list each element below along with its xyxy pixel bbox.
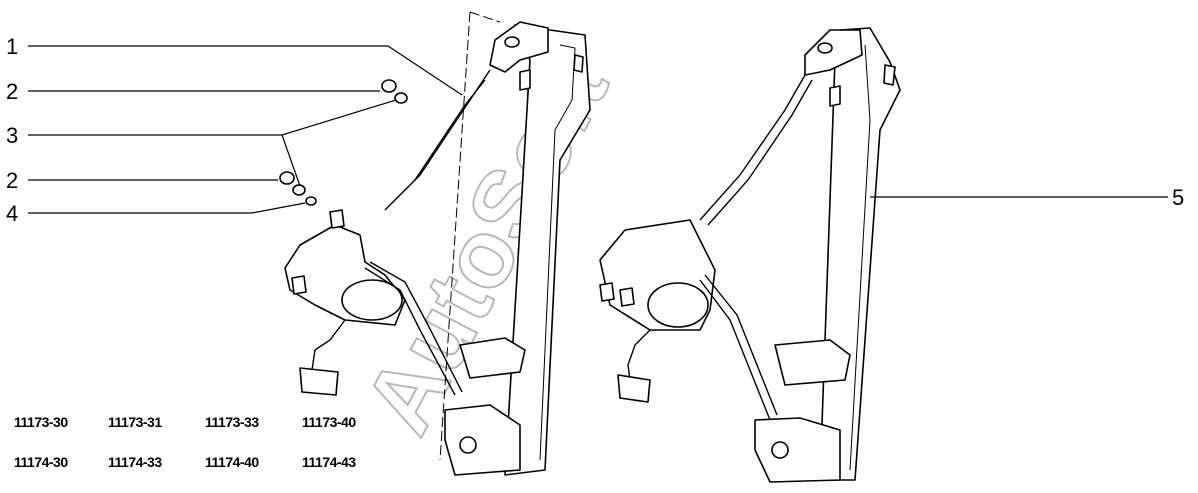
nut-bottom — [279, 171, 295, 185]
callout-2-upper: 2 — [6, 79, 18, 104]
small-fasteners — [279, 79, 408, 206]
left-rail — [504, 24, 591, 476]
callout-2-lower: 2 — [6, 168, 18, 193]
callout-5: 5 — [1172, 185, 1184, 210]
right-regulator-assembly — [599, 27, 901, 483]
right-lower-bracket — [754, 417, 841, 483]
model-code: 11173-30 — [14, 414, 68, 430]
left-lower-bracket — [444, 404, 521, 476]
leader-lines — [28, 45, 1168, 214]
right-connector — [617, 374, 651, 403]
nut-top — [381, 79, 397, 93]
washer-top — [394, 92, 408, 104]
glass-outline — [439, 11, 501, 461]
left-connector — [299, 367, 339, 396]
left-regulator-assembly — [284, 11, 591, 476]
model-code: 11173-40 — [302, 414, 356, 430]
callout-1: 1 — [6, 34, 18, 59]
model-code: 11174-33 — [108, 454, 162, 470]
model-codes: 11173-30 11173-31 11173-33 11173-40 1117… — [14, 414, 357, 470]
washer-small — [305, 196, 317, 206]
model-code: 11174-30 — [14, 454, 68, 470]
model-code: 11173-31 — [108, 414, 162, 430]
model-code: 11174-43 — [302, 454, 356, 470]
left-top-bracket — [489, 21, 549, 73]
callout-3: 3 — [6, 123, 18, 148]
model-code: 11174-40 — [205, 454, 259, 470]
washer-bottom — [292, 184, 306, 196]
callout-4: 4 — [6, 201, 18, 226]
model-code: 11173-33 — [205, 414, 259, 430]
